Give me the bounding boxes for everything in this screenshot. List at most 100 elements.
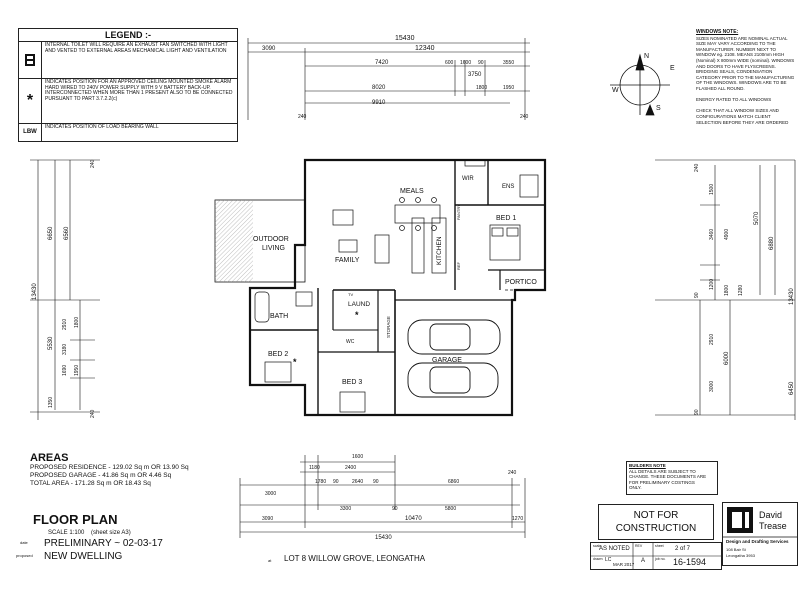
company-addr-1: Leongatha 3953	[726, 553, 755, 558]
company-logo-icon	[723, 507, 797, 538]
dim-left-s6: 240	[90, 409, 96, 418]
room-outdoor-line1: OUTDOOR	[253, 236, 289, 243]
windows-note-line: SIZES NOMINATED ARE NOMINAL ACTUAL	[696, 35, 788, 41]
legend-row-lbw: LBW INDICATES POSITION OF LOAD BEARING W…	[19, 124, 237, 141]
top-dimensions	[247, 38, 530, 120]
room-portico: PORTICO	[505, 279, 537, 286]
smoke-alarm-markers: * *	[293, 310, 359, 367]
dim-bottom-r2-3: 90	[373, 479, 379, 485]
dim-right-s1: 3460	[709, 229, 715, 240]
tb-scale-label: scale	[593, 544, 602, 548]
lbw-symbol: LBW	[19, 124, 42, 141]
windows-note-line: AND DOORS TO HAVE FLYSCREENS.	[696, 63, 776, 69]
legend-title: LEGEND :-	[19, 29, 237, 42]
tb-date: MAR 2017	[613, 562, 635, 567]
legend-text-lbw: INDICATES POSITION OF LOAD BEARING WALL	[45, 124, 159, 130]
tb-sheet: 2 of 7	[675, 546, 691, 552]
windows-note-line: CHECK THAT ALL WINDOW SIZES AND	[696, 108, 779, 114]
areas-block: AREAS PROPOSED RESIDENCE - 129.02 Sq m O…	[30, 452, 270, 488]
dim-top-r2-0: 7420	[375, 60, 389, 66]
floor-plan-title: FLOOR PLAN	[33, 512, 118, 527]
scale-text: SCALE 1:100 (sheet size A3)	[48, 530, 131, 536]
tb-drawn: LC	[605, 557, 612, 563]
company-addr-0: 108 Bair St	[726, 547, 746, 552]
dim-left-overall: 13430	[32, 283, 38, 300]
windows-note-line: SIZE MAY VARY ACCORDING TO THE	[696, 41, 776, 47]
builders-note-line-2: FOR PRELIMINARY COSTINGS	[629, 479, 695, 485]
dim-bottom-r4: 1600	[352, 454, 363, 460]
dim-bottom-overall: 15430	[375, 535, 392, 541]
dim-right-s5: 1800	[724, 285, 730, 296]
dim-top-r2-1: 600	[445, 60, 454, 66]
address-label: at	[268, 558, 272, 563]
dim-left-v3: 5530	[48, 336, 54, 350]
windows-note-line: SELECTION BEFORE THEY ARE ORDERED	[696, 119, 789, 125]
tb-rev: A	[641, 558, 646, 564]
compass-s: S	[656, 105, 661, 112]
left-dimensions	[30, 159, 100, 420]
compass-rose	[610, 53, 670, 116]
dim-right-s2: 4900	[724, 229, 730, 240]
legend-text-exhaust: INTERNAL TOILET WILL REQUIRE AN EXHAUST …	[45, 42, 228, 54]
dim-top-r2-2: 1600	[460, 60, 471, 66]
exhaust-fan-icon	[19, 42, 42, 78]
dim-right-s3: 1200	[709, 279, 715, 290]
stamp-line-2: CONSTRUCTION	[615, 523, 697, 534]
dim-right-v4: 6000	[724, 351, 730, 365]
windows-note-line: FLASHED ALL ROUND.	[696, 85, 745, 91]
dim-bottom-r1-0: 3000	[265, 491, 276, 497]
builders-note-title: BUILDERS NOTE	[629, 463, 666, 468]
smoke-alarm-icon: *	[19, 79, 42, 123]
status-label: date	[20, 540, 28, 545]
dim-right-s0: 1500	[709, 184, 715, 195]
dim-top-main: 12340	[415, 45, 435, 52]
dim-right-s7: 2910	[709, 334, 715, 345]
dim-left-s0: 3180	[62, 344, 68, 355]
status-value: PRELIMINARY ~ 02-03-17	[44, 538, 163, 549]
dim-top-r2-3: 90	[478, 60, 484, 66]
dim-right-s6: 90	[694, 292, 700, 298]
dim-right-s9: 90	[694, 409, 700, 415]
room-wir: WIR	[462, 176, 474, 182]
dim-top-r2b: 3750	[468, 72, 482, 78]
room-kitchen: KITCHEN	[436, 236, 443, 265]
legend-row-smoke: * INDICATES POSITION FOR AN APPROVED CEI…	[19, 79, 237, 124]
builders-note-line-1: CHANGE. THESE DOCUMENTS ARE	[629, 474, 707, 479]
address-value: LOT 8 WILLOW GROVE, LEONGATHA	[284, 554, 426, 563]
dim-top-r3-2: 1950	[503, 85, 514, 91]
dim-right-v1: 5070	[754, 211, 760, 225]
legend-box: LEGEND :- INTERNAL TOILET WILL REQUIRE A…	[18, 28, 238, 142]
windows-note-line: (Nominal) X 800mm WIDE (nominal). WINDOW…	[696, 57, 795, 63]
dim-bottom-r2-1: 90	[333, 479, 339, 485]
dim-right-v2: 6880	[769, 236, 775, 250]
dim-top-end-right: 240	[520, 114, 529, 120]
legend-row-exhaust: INTERNAL TOILET WILL REQUIRE AN EXHAUST …	[19, 42, 237, 79]
room-ref: REF	[456, 261, 461, 270]
scale-value: SCALE 1:100	[48, 530, 85, 536]
company-block: David Trease Design and Drafting Service…	[722, 502, 798, 566]
dim-bottom-end: 240	[508, 470, 517, 476]
dim-right-overall: 13430	[789, 288, 795, 305]
svg-text:*: *	[355, 310, 359, 320]
dim-bottom-r1-1: 3300	[340, 506, 351, 512]
room-bed2: BED 2	[268, 351, 288, 358]
windows-note-line: CONFIGURATIONS MATCH CLIENT	[696, 113, 771, 119]
dim-top-r2-4: 3550	[503, 60, 514, 66]
dim-bottom-r3-1: 2400	[345, 465, 356, 471]
right-dimensions	[655, 159, 796, 420]
windows-note-line: CATEGORY PRIOR TO THE MANUFACTURING	[696, 74, 795, 80]
room-tv: TV	[348, 292, 353, 297]
tb-scale: AS NOTED	[599, 546, 630, 552]
dim-bottom-left-offset: 3090	[262, 516, 273, 522]
proposed-value: NEW DWELLING	[44, 551, 123, 562]
compass-w: W	[612, 87, 619, 94]
room-wc: WC	[346, 339, 355, 345]
dim-top-left-offset: 3090	[262, 46, 276, 52]
compass-e: E	[670, 65, 675, 72]
dim-bottom-r2-0: 1780	[315, 479, 326, 485]
tb-job-label: job no.	[655, 557, 666, 561]
windows-note-line: WINDOW eg. 2108. MEANS 2100mm HIGH	[696, 52, 785, 58]
dim-left-v4: 1350	[48, 397, 54, 408]
windows-note-line: BRIDGING SEALS, CONDENSATION	[696, 69, 773, 75]
